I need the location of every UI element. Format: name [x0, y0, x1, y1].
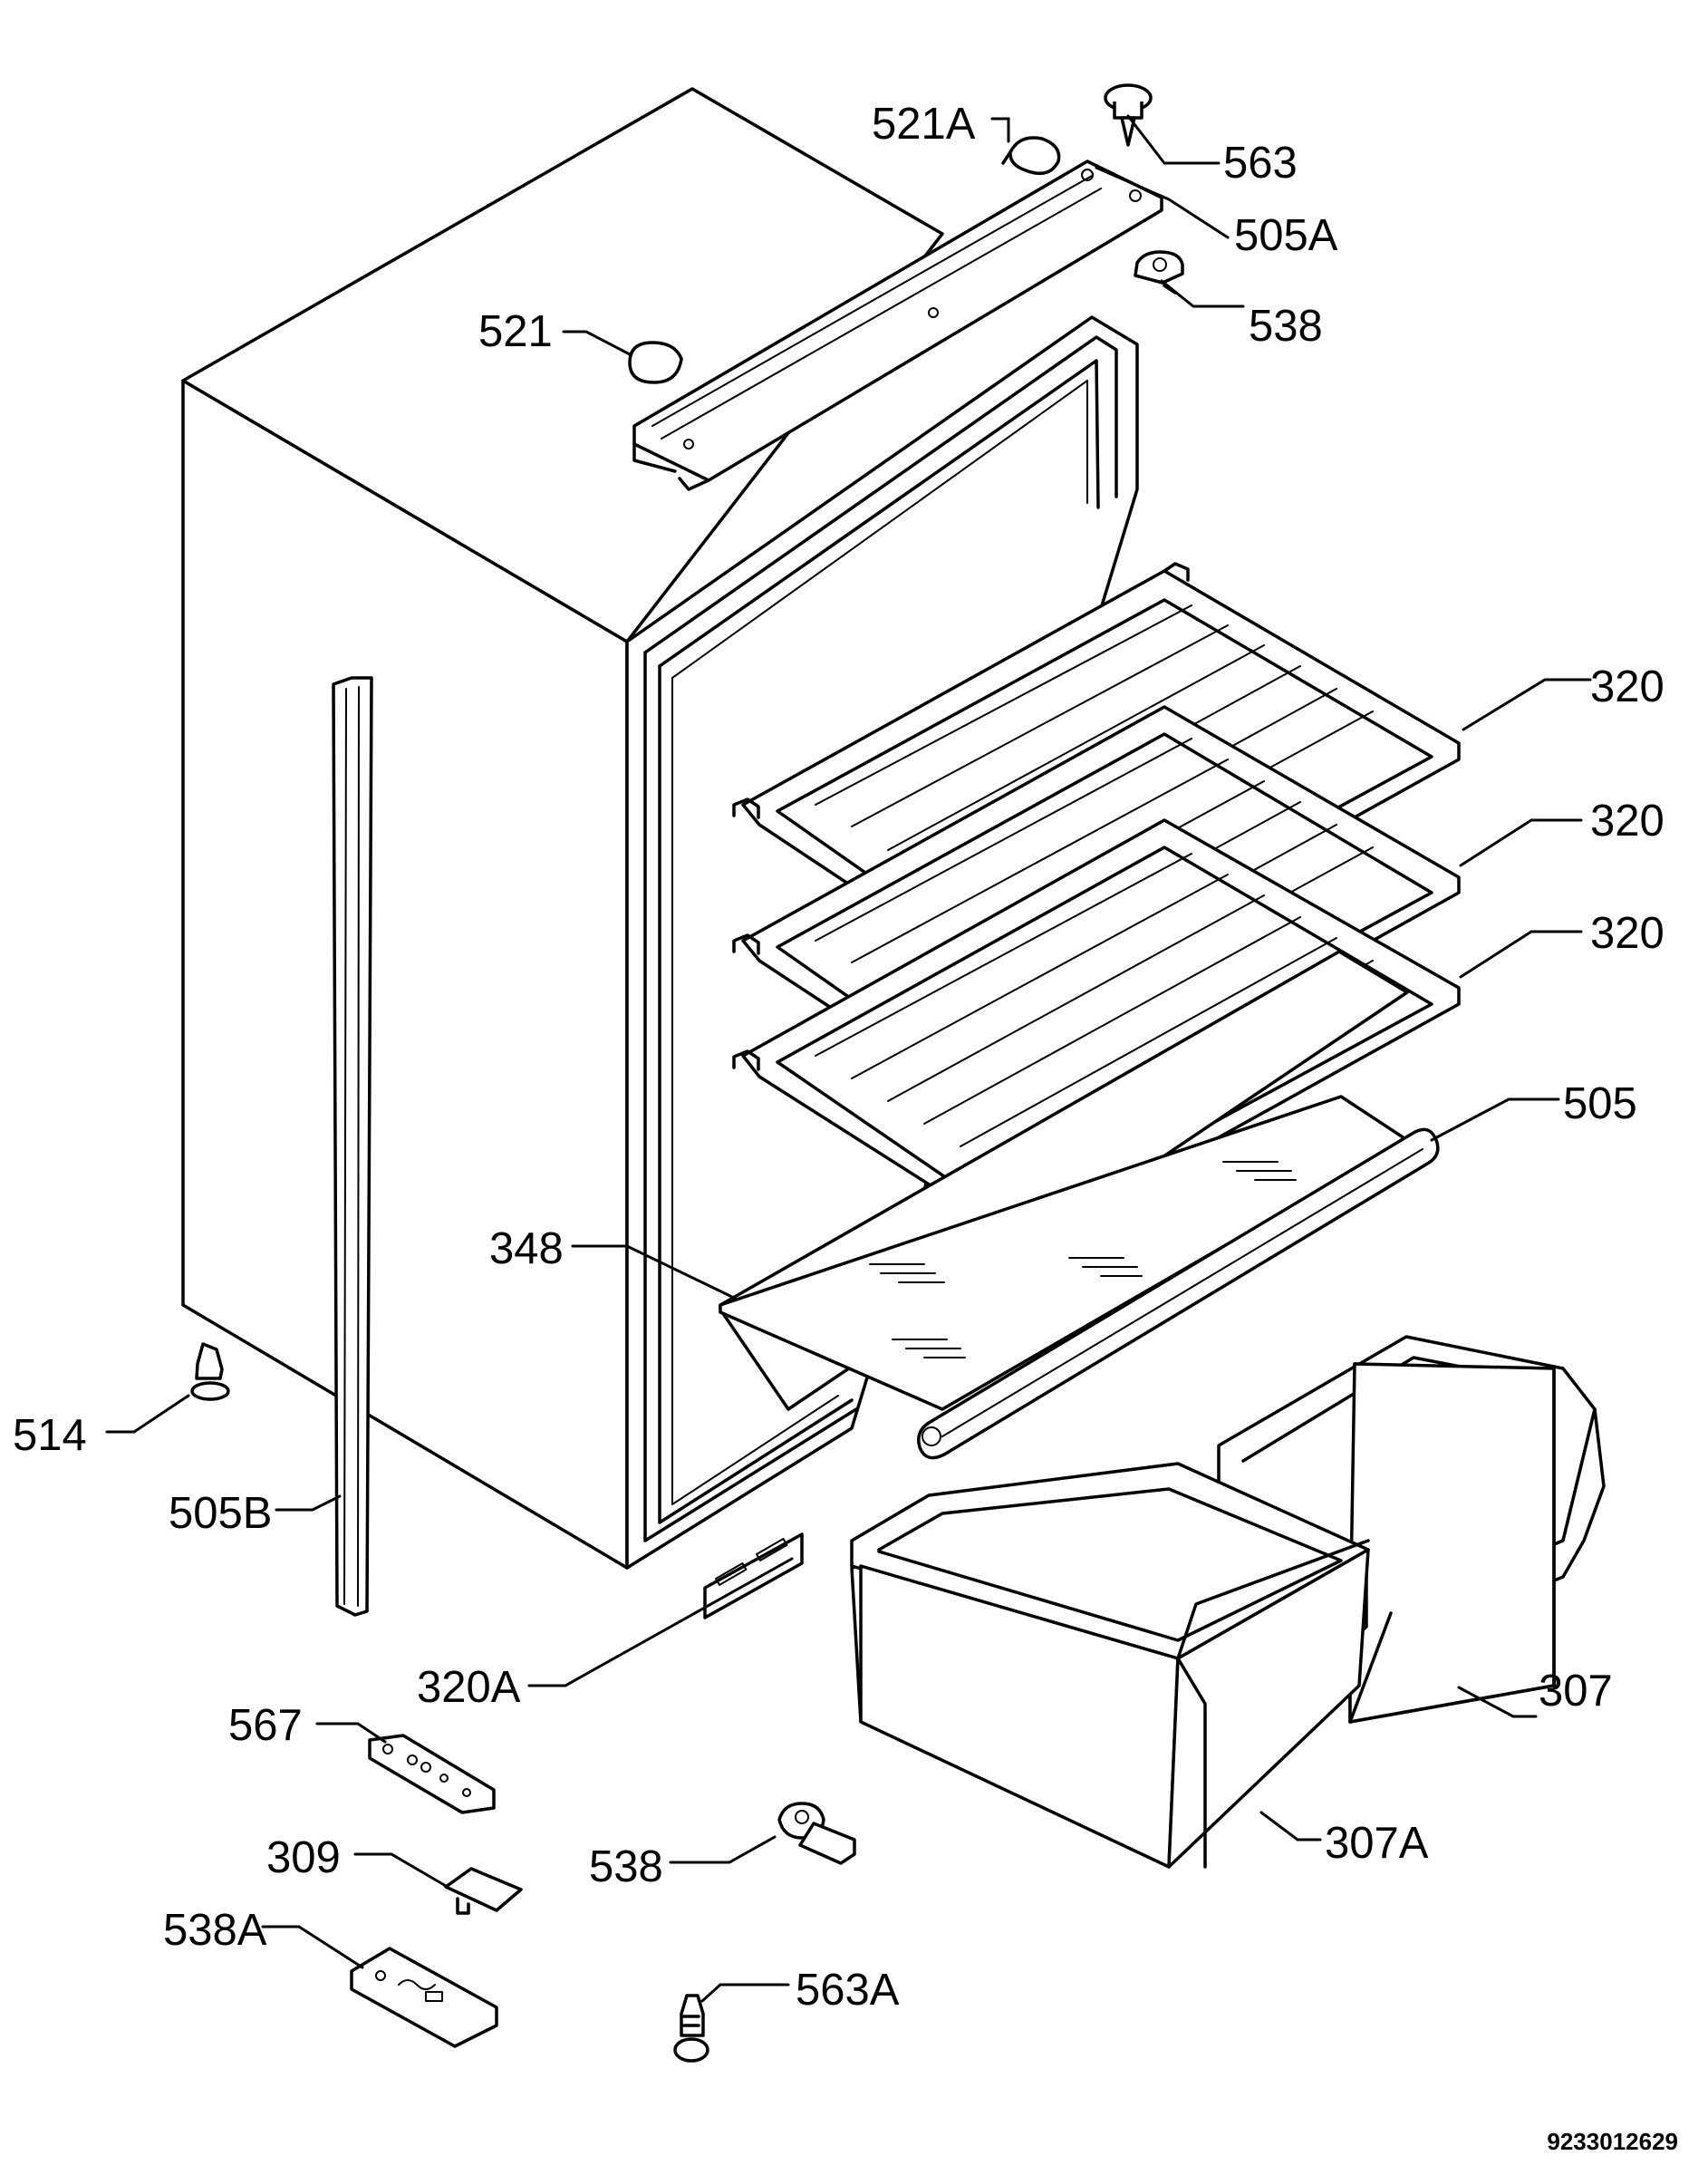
- callout-567: 567: [228, 1701, 303, 1750]
- callout-307a: 307A: [1325, 1819, 1429, 1868]
- callout-521a: 521A: [872, 100, 976, 149]
- callout-563: 563: [1223, 139, 1298, 188]
- callout-505: 505: [1563, 1079, 1637, 1128]
- callout-514: 514: [13, 1411, 87, 1460]
- cap-521a: [1001, 136, 1061, 176]
- profile-strip-505: [917, 1127, 1440, 1460]
- callout-563a: 563A: [796, 1966, 900, 2015]
- callout-538-bottom: 538: [589, 1842, 663, 1891]
- callout-320-middle: 320: [1590, 797, 1665, 846]
- hinge-plate-567: [368, 1734, 496, 1814]
- callout-538-top: 538: [1249, 302, 1323, 351]
- callout-labels: 521A 563 505A 538 521 320 320 320 505 34…: [13, 100, 1665, 2015]
- drawer-307a: [850, 1462, 1370, 1869]
- callout-538a: 538A: [163, 1906, 267, 1955]
- callout-309: 309: [266, 1833, 341, 1882]
- door-seal-505b: [332, 676, 373, 1617]
- callout-505b: 505B: [169, 1489, 272, 1538]
- glass-plate-348: [719, 950, 1409, 1411]
- callout-505a: 505A: [1234, 211, 1338, 260]
- bracket-538-bottom: [777, 1802, 856, 1865]
- cover-309: [444, 1867, 523, 1915]
- pin-563a: [673, 1994, 709, 2063]
- bracket-538-top: [1134, 250, 1184, 295]
- callout-320a: 320A: [417, 1663, 521, 1712]
- pin-563: [1104, 83, 1153, 147]
- callout-348: 348: [489, 1224, 564, 1273]
- leader-lines: [105, 114, 1592, 2003]
- callout-521: 521: [478, 307, 553, 356]
- shelf-320-bottom: [732, 818, 1461, 1252]
- foot-514: [190, 1342, 230, 1401]
- callout-307: 307: [1539, 1667, 1613, 1716]
- clip-320a: [703, 1532, 804, 1619]
- hinge-bar-505a: [632, 160, 1163, 491]
- bracket-538a: [350, 1947, 498, 2048]
- callout-320-bottom: 320: [1590, 909, 1665, 958]
- callout-320-top: 320: [1590, 662, 1665, 711]
- document-number: 9233012629: [1547, 2128, 1678, 2155]
- cap-521: [628, 341, 683, 384]
